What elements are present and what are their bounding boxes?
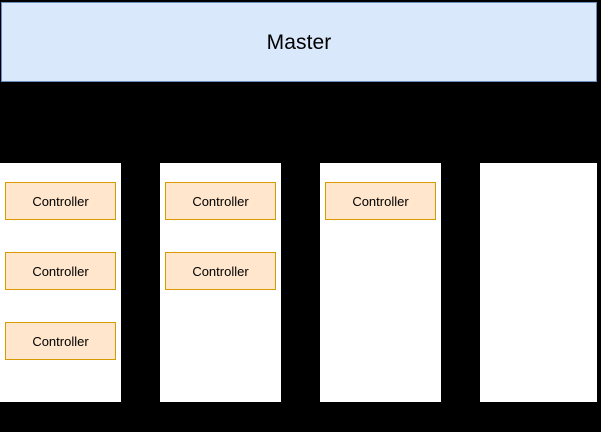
controller-label: Controller <box>32 193 89 209</box>
controller-label: Controller <box>32 263 89 279</box>
worker-column-2[interactable]: Controller Controller <box>160 163 281 402</box>
worker-column-1[interactable]: Controller Controller Controller <box>0 163 121 402</box>
worker-column-3[interactable]: Controller <box>320 163 441 402</box>
master-node[interactable]: Master <box>1 2 597 82</box>
controller-label: Controller <box>32 333 89 349</box>
controller-box[interactable]: Controller <box>5 322 116 360</box>
worker-column-4[interactable] <box>480 163 597 402</box>
controller-box[interactable]: Controller <box>325 182 436 220</box>
controller-box[interactable]: Controller <box>165 182 276 220</box>
controller-box[interactable]: Controller <box>5 182 116 220</box>
controller-label: Controller <box>352 193 409 209</box>
controller-label: Controller <box>192 193 249 209</box>
controller-box[interactable]: Controller <box>5 252 116 290</box>
controller-box[interactable]: Controller <box>165 252 276 290</box>
master-node-label: Master <box>266 30 332 54</box>
controller-label: Controller <box>192 263 249 279</box>
